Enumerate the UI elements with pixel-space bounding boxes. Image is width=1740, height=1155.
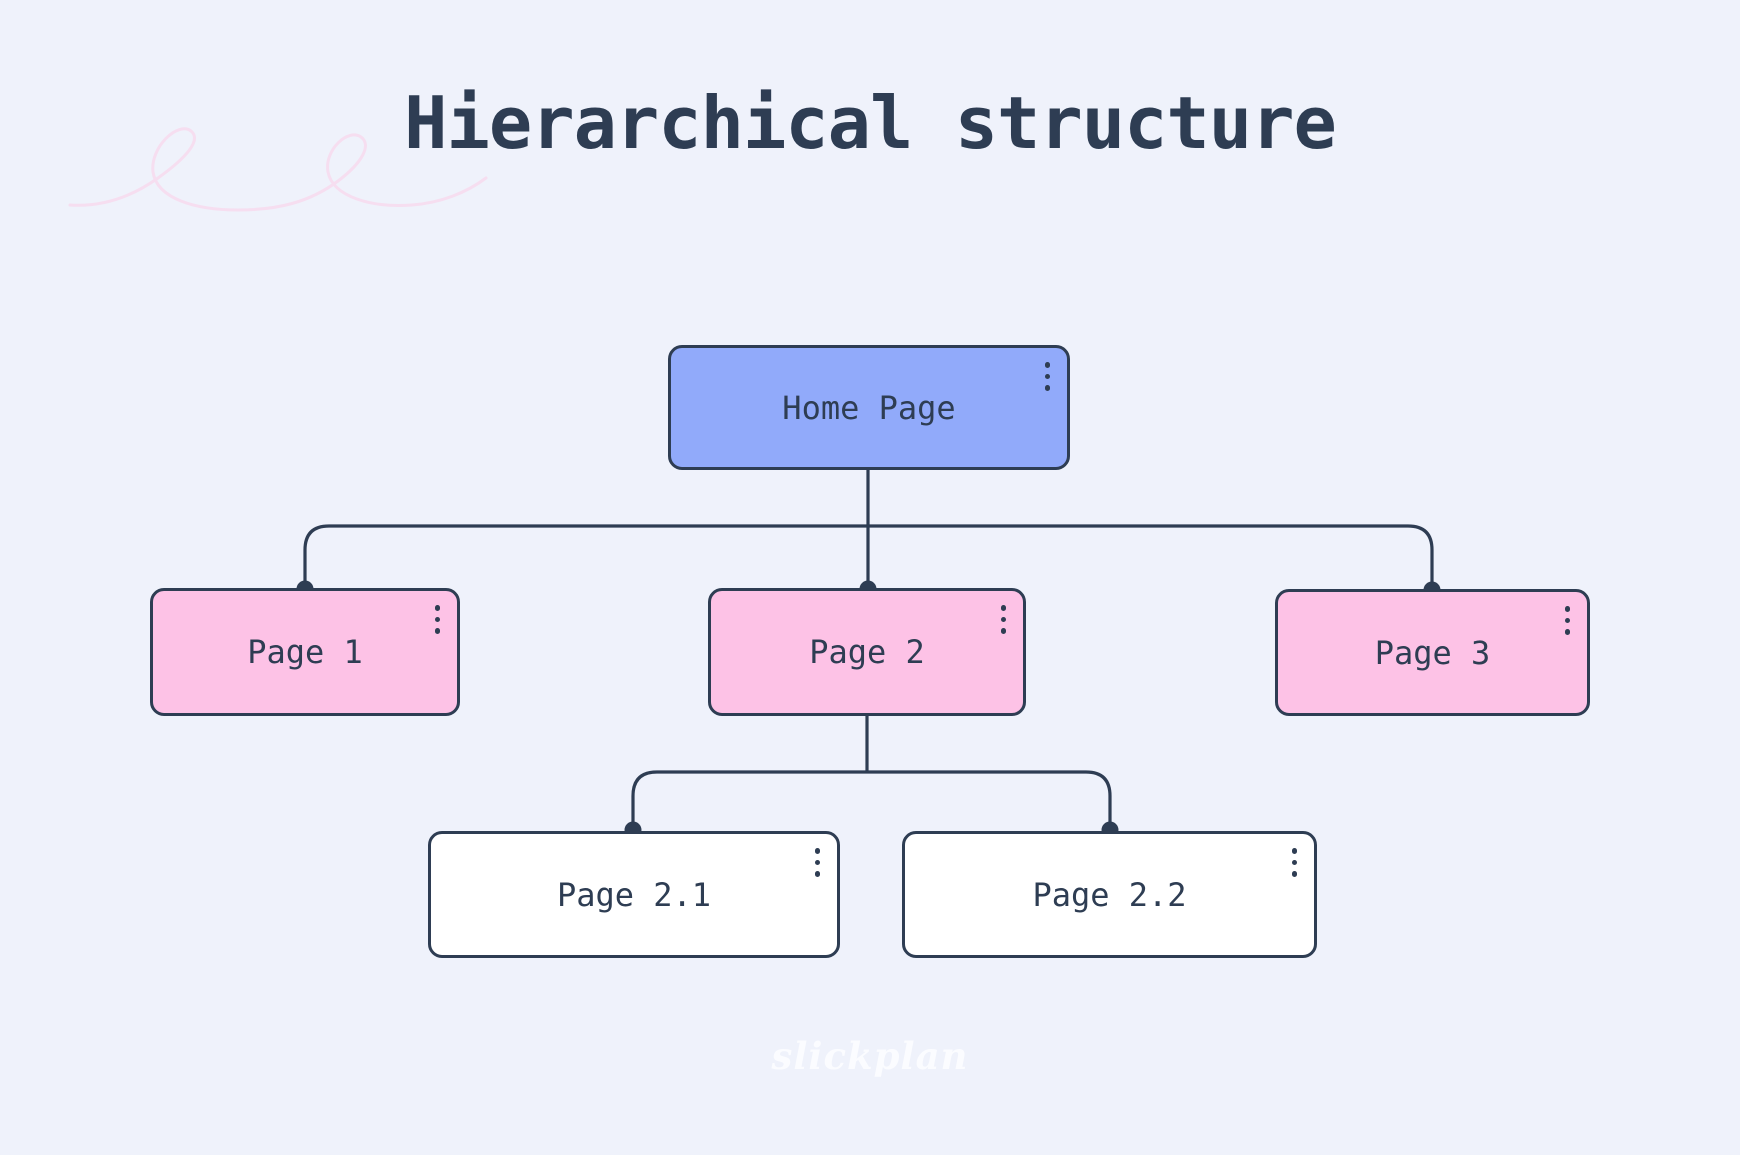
kebab-menu-icon[interactable]	[1563, 604, 1573, 637]
node-page-1[interactable]: Page 1	[150, 588, 460, 716]
page-title: Hierarchical structure	[404, 81, 1337, 165]
slickplan-logo-watermark: slickplan	[771, 1034, 969, 1078]
connector-bus-level1	[303, 524, 1434, 590]
kebab-menu-icon[interactable]	[1043, 360, 1053, 393]
node-label: Page 2.1	[556, 875, 712, 914]
kebab-menu-icon[interactable]	[999, 603, 1009, 636]
node-label: Home Page	[782, 388, 956, 427]
connector-bus-level2	[631, 770, 1112, 831]
node-label: Page 1	[247, 633, 363, 671]
kebab-menu-icon[interactable]	[433, 603, 443, 636]
kebab-menu-icon[interactable]	[813, 846, 823, 879]
node-page-3[interactable]: Page 3	[1275, 589, 1590, 716]
node-page-2-1[interactable]: Page 2.1	[428, 831, 840, 958]
kebab-menu-icon[interactable]	[1290, 846, 1300, 879]
node-home-page[interactable]: Home Page	[668, 345, 1070, 470]
node-page-2[interactable]: Page 2	[708, 588, 1026, 716]
node-label: Page 2	[809, 633, 925, 671]
node-label: Page 2.2	[1032, 875, 1187, 914]
node-page-2-2[interactable]: Page 2.2	[902, 831, 1317, 958]
node-label: Page 3	[1374, 633, 1491, 672]
